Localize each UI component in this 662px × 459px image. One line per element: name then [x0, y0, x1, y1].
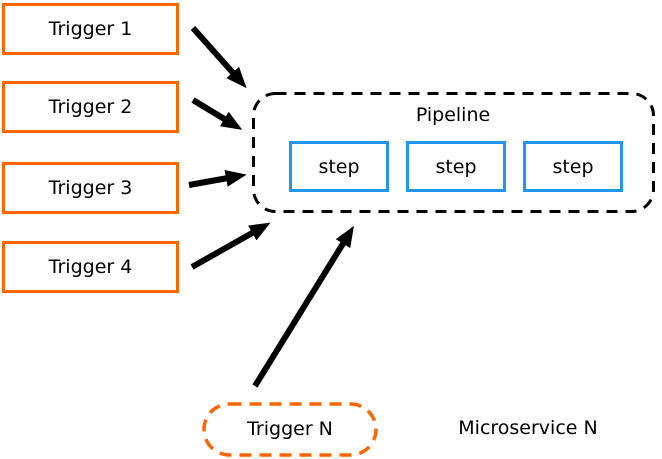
trigger-1-label: Trigger 1 [48, 18, 133, 40]
arrow-trigger-n-to-pipeline [252, 225, 354, 388]
pipeline-step-2-label: step [435, 155, 477, 178]
pipeline-title: Pipeline [415, 104, 491, 126]
pipeline-container-border [252, 92, 655, 213]
pipeline-step-1-label: step [318, 155, 360, 178]
trigger-1-node: Trigger 1 [2, 3, 179, 55]
microservice-caption: Microservice N [458, 417, 598, 439]
pipeline-step-3: step [523, 141, 623, 192]
trigger-n-node-border [202, 402, 378, 457]
trigger-2-label: Trigger 2 [48, 96, 133, 118]
pipeline-step-1: step [289, 141, 389, 192]
arrow-trigger-3-to-pipeline [188, 169, 247, 188]
trigger-3-node: Trigger 3 [2, 162, 179, 214]
trigger-n-label: Trigger N [247, 418, 333, 440]
pipeline-step-3-label: step [552, 155, 594, 178]
arrow-trigger-1-to-pipeline [190, 26, 247, 89]
arrow-trigger-4-to-pipeline [190, 222, 271, 270]
trigger-2-node: Trigger 2 [2, 81, 179, 133]
arrow-trigger-2-to-pipeline [191, 97, 243, 130]
trigger-n-node: Trigger N [202, 402, 378, 456]
pipeline-step-2: step [406, 141, 506, 192]
trigger-3-label: Trigger 3 [48, 177, 133, 199]
trigger-4-node: Trigger 4 [2, 241, 179, 293]
trigger-4-label: Trigger 4 [48, 256, 133, 278]
